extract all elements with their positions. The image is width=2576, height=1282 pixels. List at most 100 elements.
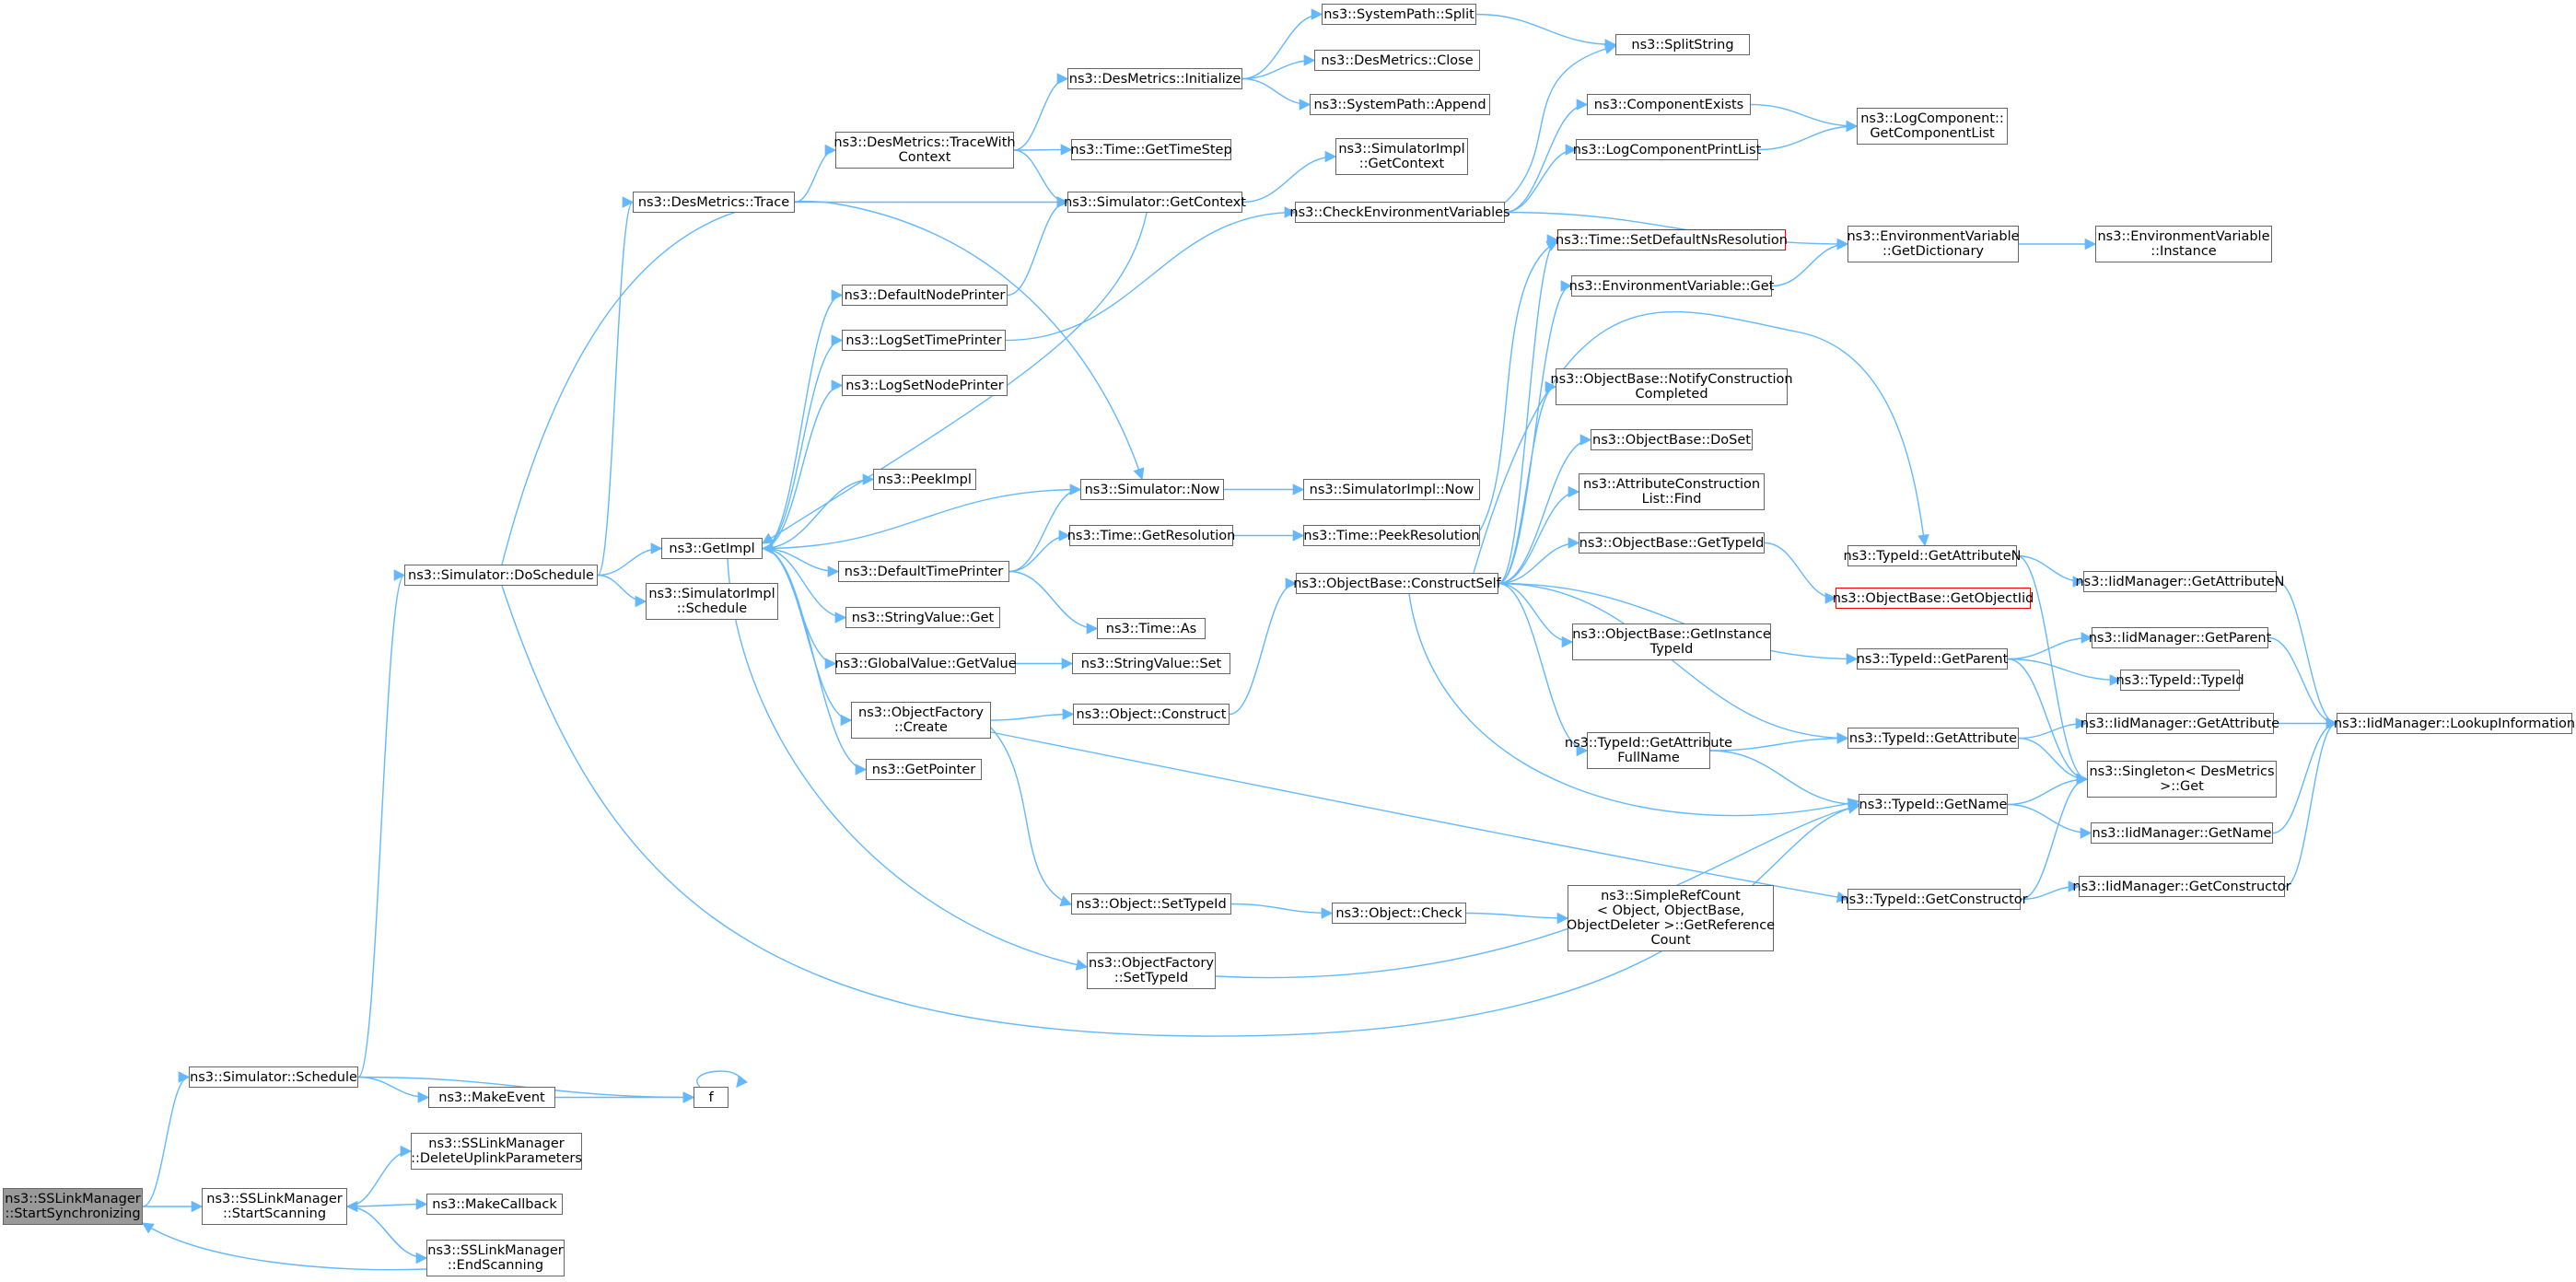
edge-dosched-to-tidgetname bbox=[501, 585, 1860, 1037]
edge-tidgetconstr-to-iidgetconstr bbox=[2020, 880, 2081, 901]
edge-timepeekres-to-timesetdefns bbox=[1479, 240, 1559, 531]
node-label-line: ns3::IidManager::GetAttributeN bbox=[2075, 574, 2285, 589]
graph-node-desmtrace[interactable]: ns3::DesMetrics::Trace bbox=[633, 192, 795, 213]
graph-node-logcompget[interactable]: ns3::LogComponent::GetComponentList bbox=[1857, 108, 2008, 145]
node-label-line: ns3::SimulatorImpl bbox=[1338, 142, 1465, 157]
node-label-line: ::SetTypeId bbox=[1113, 971, 1189, 985]
graph-node-sched[interactable]: ns3::Simulator::Schedule bbox=[189, 1066, 358, 1088]
graph-node-simplerefcount[interactable]: ns3::SimpleRefCount< Object, ObjectBase,… bbox=[1567, 885, 1775, 951]
edge-tidgetattr-to-singletonget bbox=[2018, 737, 2089, 786]
graph-node-tidgetattr[interactable]: ns3::TypeId::GetAttribute bbox=[1847, 728, 2019, 749]
graph-node-iidgetattr[interactable]: ns3::IidManager::GetAttribute bbox=[2081, 713, 2279, 734]
node-label-line: ns3::EnvironmentVariable bbox=[2097, 229, 2270, 244]
graph-node-objsettypeid[interactable]: ns3::Object::SetTypeId bbox=[1071, 893, 1231, 915]
graph-node-desminit[interactable]: ns3::DesMetrics::Initialize bbox=[1067, 68, 1242, 89]
edge-checkenv-to-logcompprint bbox=[1504, 144, 1578, 214]
graph-node-syssplit[interactable]: ns3::SystemPath::Split bbox=[1322, 4, 1476, 25]
graph-node-objbasedoset[interactable]: ns3::ObjectBase::DoSet bbox=[1591, 429, 1753, 450]
graph-node-iidgetattrn[interactable]: ns3::IidManager::GetAttributeN bbox=[2075, 571, 2285, 592]
graph-node-desmclose[interactable]: ns3::DesMetrics::Close bbox=[1314, 50, 1480, 71]
edge-getimpl-to-strvalget bbox=[762, 547, 847, 624]
node-label-line: ::Instance bbox=[2151, 244, 2217, 259]
graph-node-dosched[interactable]: ns3::Simulator::DoSchedule bbox=[404, 565, 598, 586]
graph-node-tidgetparent[interactable]: ns3::TypeId::GetParent bbox=[1857, 648, 2008, 670]
graph-node-peekimpl[interactable]: ns3::PeekImpl bbox=[873, 469, 976, 490]
edge-tidgetname-to-iidgetname bbox=[2007, 803, 2092, 839]
graph-node-endscan[interactable]: ns3::SSLinkManager::EndScanning bbox=[426, 1240, 565, 1276]
graph-node-simnow[interactable]: ns3::Simulator::Now bbox=[1080, 479, 1224, 500]
graph-node-objconstruct[interactable]: ns3::Object::Construct bbox=[1073, 704, 1230, 725]
graph-node-objfactsettid[interactable]: ns3::ObjectFactory::SetTypeId bbox=[1087, 952, 1216, 989]
graph-node-tidgetattrn[interactable]: ns3::TypeId::GetAttributeN bbox=[1844, 545, 2022, 566]
graph-node-timegetres[interactable]: ns3::Time::GetResolution bbox=[1067, 525, 1235, 546]
graph-node-startscan[interactable]: ns3::SSLinkManager::StartScanning bbox=[202, 1188, 347, 1225]
graph-node-timesetdefns[interactable]: ns3::Time::SetDefaultNsResolution bbox=[1556, 229, 1788, 251]
graph-node-sysappend[interactable]: ns3::SystemPath::Append bbox=[1310, 94, 1490, 115]
graph-node-objfactcreate[interactable]: ns3::ObjectFactory::Create bbox=[851, 702, 991, 739]
graph-node-iidgetparent[interactable]: ns3::IidManager::GetParent bbox=[2089, 627, 2271, 648]
graph-node-tidgetname[interactable]: ns3::TypeId::GetName bbox=[1859, 794, 2008, 815]
graph-node-simimplnow[interactable]: ns3::SimulatorImpl::Now bbox=[1303, 479, 1480, 500]
graph-node-constructself[interactable]: ns3::ObjectBase::ConstructSelf bbox=[1293, 573, 1501, 594]
graph-node-splitstring[interactable]: ns3::SplitString bbox=[1615, 34, 1750, 55]
graph-node-objbasegettid[interactable]: ns3::ObjectBase::GetTypeId bbox=[1579, 532, 1765, 554]
node-label-line: ::GetDictionary bbox=[1882, 244, 1984, 259]
node-label-line: ns3::ObjectBase::GetObjectIid bbox=[1832, 590, 2034, 606]
node-label-line: ns3::Simulator::Schedule bbox=[190, 1069, 357, 1085]
edge-getimpl-to-defnodeprinter bbox=[762, 289, 844, 550]
graph-node-strvalset[interactable]: ns3::StringValue::Set bbox=[1072, 653, 1230, 674]
node-label-line: ::GetContext bbox=[1358, 157, 1445, 171]
node-label-line: ns3::ObjectFactory bbox=[858, 705, 984, 720]
graph-node-envget[interactable]: ns3::EnvironmentVariable::Get bbox=[1569, 275, 1774, 297]
graph-node-logcompprint[interactable]: ns3::LogComponentPrintList bbox=[1573, 139, 1761, 160]
node-label-line: ns3::TypeId::GetName bbox=[1859, 797, 2008, 812]
graph-node-getcontext[interactable]: ns3::Simulator::GetContext bbox=[1064, 192, 1246, 213]
graph-node-objcheck[interactable]: ns3::Object::Check bbox=[1332, 903, 1466, 924]
edge-objconstruct-to-constructself bbox=[1229, 577, 1298, 716]
edge-tidgetparent-to-tidtypeid bbox=[2007, 658, 2122, 686]
graph-node-envgetdict[interactable]: ns3::EnvironmentVariable::GetDictionary bbox=[1847, 226, 2020, 262]
graph-node-simimplsched[interactable]: ns3::SimulatorImpl::Schedule bbox=[646, 583, 778, 620]
graph-node-defnodeprinter[interactable]: ns3::DefaultNodePrinter bbox=[842, 285, 1008, 306]
graph-node-iidgetname[interactable]: ns3::IidManager::GetName bbox=[2091, 822, 2273, 844]
graph-node-logsettime[interactable]: ns3::LogSetTimePrinter bbox=[842, 330, 1006, 351]
graph-node-singletonget[interactable]: ns3::Singleton< DesMetrics>::Get bbox=[2087, 761, 2277, 798]
graph-node-iidlookup[interactable]: ns3::IidManager::LookupInformation bbox=[2334, 713, 2575, 734]
node-label-line: ns3::EnvironmentVariable bbox=[1847, 229, 2020, 244]
graph-node-globalgetval[interactable]: ns3::GlobalValue::GetValue bbox=[834, 653, 1017, 674]
graph-node-logsetnode[interactable]: ns3::LogSetNodePrinter bbox=[842, 375, 1008, 396]
graph-node-getimpl[interactable]: ns3::GetImpl bbox=[661, 538, 763, 559]
graph-node-compexists[interactable]: ns3::ComponentExists bbox=[1587, 94, 1751, 115]
graph-node-getobjectiid[interactable]: ns3::ObjectBase::GetObjectIid bbox=[1832, 588, 2034, 609]
node-label-line: ns3::GetPointer bbox=[871, 762, 976, 777]
node-label-line: ns3::TypeId::GetAttribute bbox=[1848, 730, 2018, 746]
graph-node-timegetstep[interactable]: ns3::Time::GetTimeStep bbox=[1070, 139, 1232, 160]
graph-node-strvalget[interactable]: ns3::StringValue::Get bbox=[845, 607, 1000, 628]
graph-node-makeevent[interactable]: ns3::MakeEvent bbox=[428, 1087, 555, 1108]
graph-node-deftimeprinter[interactable]: ns3::DefaultTimePrinter bbox=[838, 561, 1009, 582]
graph-node-tidtypeid[interactable]: ns3::TypeId::TypeId bbox=[2116, 670, 2244, 691]
graph-node-checkenv[interactable]: ns3::CheckEnvironmentVariables bbox=[1289, 202, 1510, 223]
graph-node-f[interactable]: f bbox=[694, 1087, 729, 1108]
node-label-line: ns3::SSLinkManager bbox=[427, 1243, 564, 1258]
graph-node-getpointer[interactable]: ns3::GetPointer bbox=[866, 759, 982, 780]
graph-node-timepeekres[interactable]: ns3::Time::PeekResolution bbox=[1303, 525, 1480, 546]
graph-node-simimplgetctx[interactable]: ns3::SimulatorImpl::GetContext bbox=[1335, 138, 1468, 175]
graph-node-tidgetconstr[interactable]: ns3::TypeId::GetConstructor bbox=[1840, 889, 2028, 910]
node-label-line: ns3::CheckEnvironmentVariables bbox=[1289, 204, 1510, 220]
graph-node-iidgetconstr[interactable]: ns3::IidManager::GetConstructor bbox=[2072, 876, 2291, 897]
graph-node-deluplink[interactable]: ns3::SSLinkManager::DeleteUplinkParamete… bbox=[411, 1133, 582, 1170]
graph-node-startsync[interactable]: ns3::SSLinkManager::StartSynchronizing bbox=[3, 1188, 143, 1225]
graph-node-makecallback[interactable]: ns3::MakeCallback bbox=[426, 1194, 563, 1215]
node-label-line: ns3::Time::As bbox=[1105, 621, 1197, 636]
edge-tidgetattrn-to-singletonget bbox=[2016, 554, 2089, 786]
edge-constructself-to-tidgetattrn bbox=[1473, 310, 1929, 574]
graph-node-envinstance[interactable]: ns3::EnvironmentVariable::Instance bbox=[2095, 226, 2272, 262]
graph-node-timeas[interactable]: ns3::Time::As bbox=[1097, 618, 1206, 639]
node-label-line: ns3::ObjectBase::DoSet bbox=[1592, 432, 1751, 448]
